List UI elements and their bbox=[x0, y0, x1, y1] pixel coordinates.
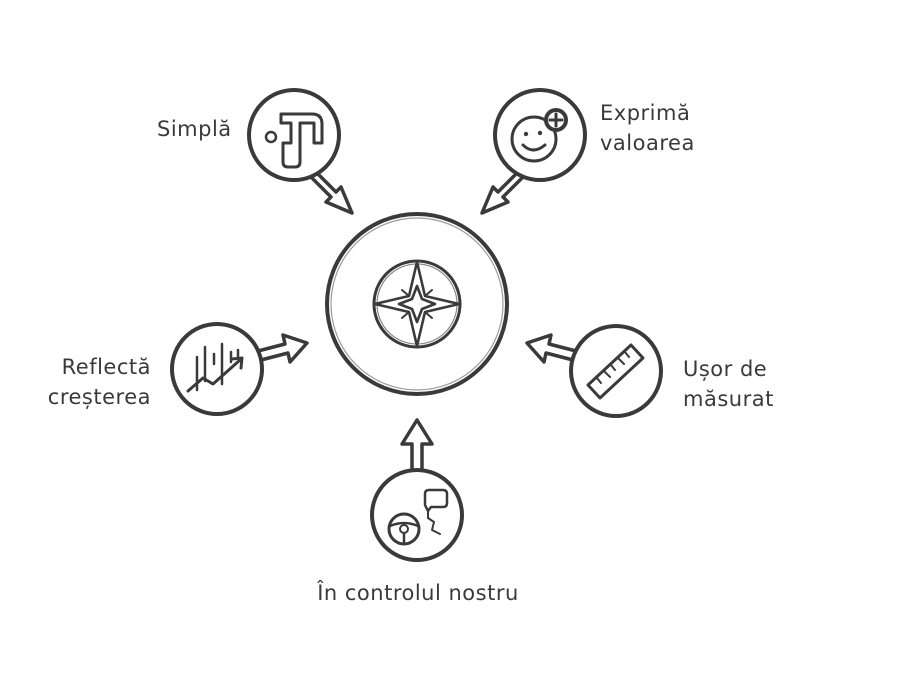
ruler-icon bbox=[586, 343, 645, 400]
label-measurable-line-1: Ușor de bbox=[683, 357, 768, 381]
label-control-line-1: În controlul nostru bbox=[317, 581, 519, 605]
arrow-measurable bbox=[525, 333, 578, 364]
smiley-plus-icon bbox=[510, 108, 568, 163]
center-hub bbox=[325, 212, 509, 396]
label-simple: Simplă bbox=[157, 114, 232, 144]
node-value bbox=[480, 88, 587, 215]
label-growth-line-1: Reflectă bbox=[61, 355, 151, 379]
compass-icon bbox=[372, 259, 462, 349]
label-value-line-1: Exprimă bbox=[600, 101, 691, 125]
arrow-simple bbox=[309, 170, 354, 215]
label-simple-line-1: Simplă bbox=[157, 117, 232, 141]
node-simple bbox=[247, 88, 354, 215]
label-value: Exprimă valoarea bbox=[600, 98, 695, 158]
arrow-value bbox=[480, 170, 525, 215]
path-steps-icon bbox=[264, 112, 324, 169]
label-control: În controlul nostru bbox=[0, 578, 836, 608]
label-growth: Reflectă creșterea bbox=[48, 352, 151, 412]
label-growth-line-2: creșterea bbox=[47, 385, 151, 409]
label-measurable-line-2: măsurat bbox=[683, 387, 774, 411]
arrow-control bbox=[400, 418, 434, 474]
label-value-line-2: valoarea bbox=[600, 131, 695, 155]
node-measurable bbox=[525, 324, 663, 418]
node-growth bbox=[170, 322, 309, 416]
steering-wheel-icon bbox=[387, 488, 449, 546]
arrow-growth bbox=[256, 333, 309, 364]
growth-chart-icon bbox=[186, 342, 244, 393]
label-measurable: Ușor de măsurat bbox=[683, 354, 774, 414]
node-control bbox=[370, 418, 464, 562]
